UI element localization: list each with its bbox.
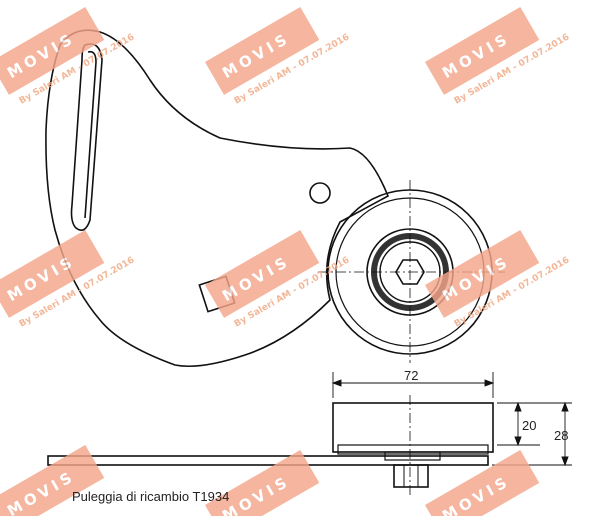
- dim-height-inner-label: 20: [522, 418, 536, 433]
- watermark-logo: MOVIS By Saleri AM - 07.07.2016: [204, 7, 351, 107]
- watermark-layer: MOVIS By Saleri AM - 07.07.2016 MOVIS By…: [0, 7, 571, 516]
- watermark-logo: MOVIS: [425, 450, 540, 516]
- drawing-caption: Puleggia di ricambio T1934: [72, 489, 230, 504]
- watermark-logo: MOVIS By Saleri AM - 07.07.2016: [204, 230, 351, 330]
- pulley-side-view: [47, 395, 494, 495]
- watermark-logo: MOVIS By Saleri AM - 07.07.2016: [425, 7, 571, 107]
- dim-width-label: 72: [404, 368, 418, 383]
- watermark-logo: MOVIS By Saleri AM - 07.07.2016: [0, 7, 136, 107]
- watermark-logo: MOVIS By Saleri AM - 07.07.2016: [425, 230, 571, 330]
- watermark-logo: MOVIS By Saleri AM - 07.07.2016: [0, 230, 136, 330]
- watermark-logo: MOVIS: [204, 450, 320, 516]
- dimension-lines: [331, 372, 572, 467]
- dim-height-total-label: 28: [554, 428, 568, 443]
